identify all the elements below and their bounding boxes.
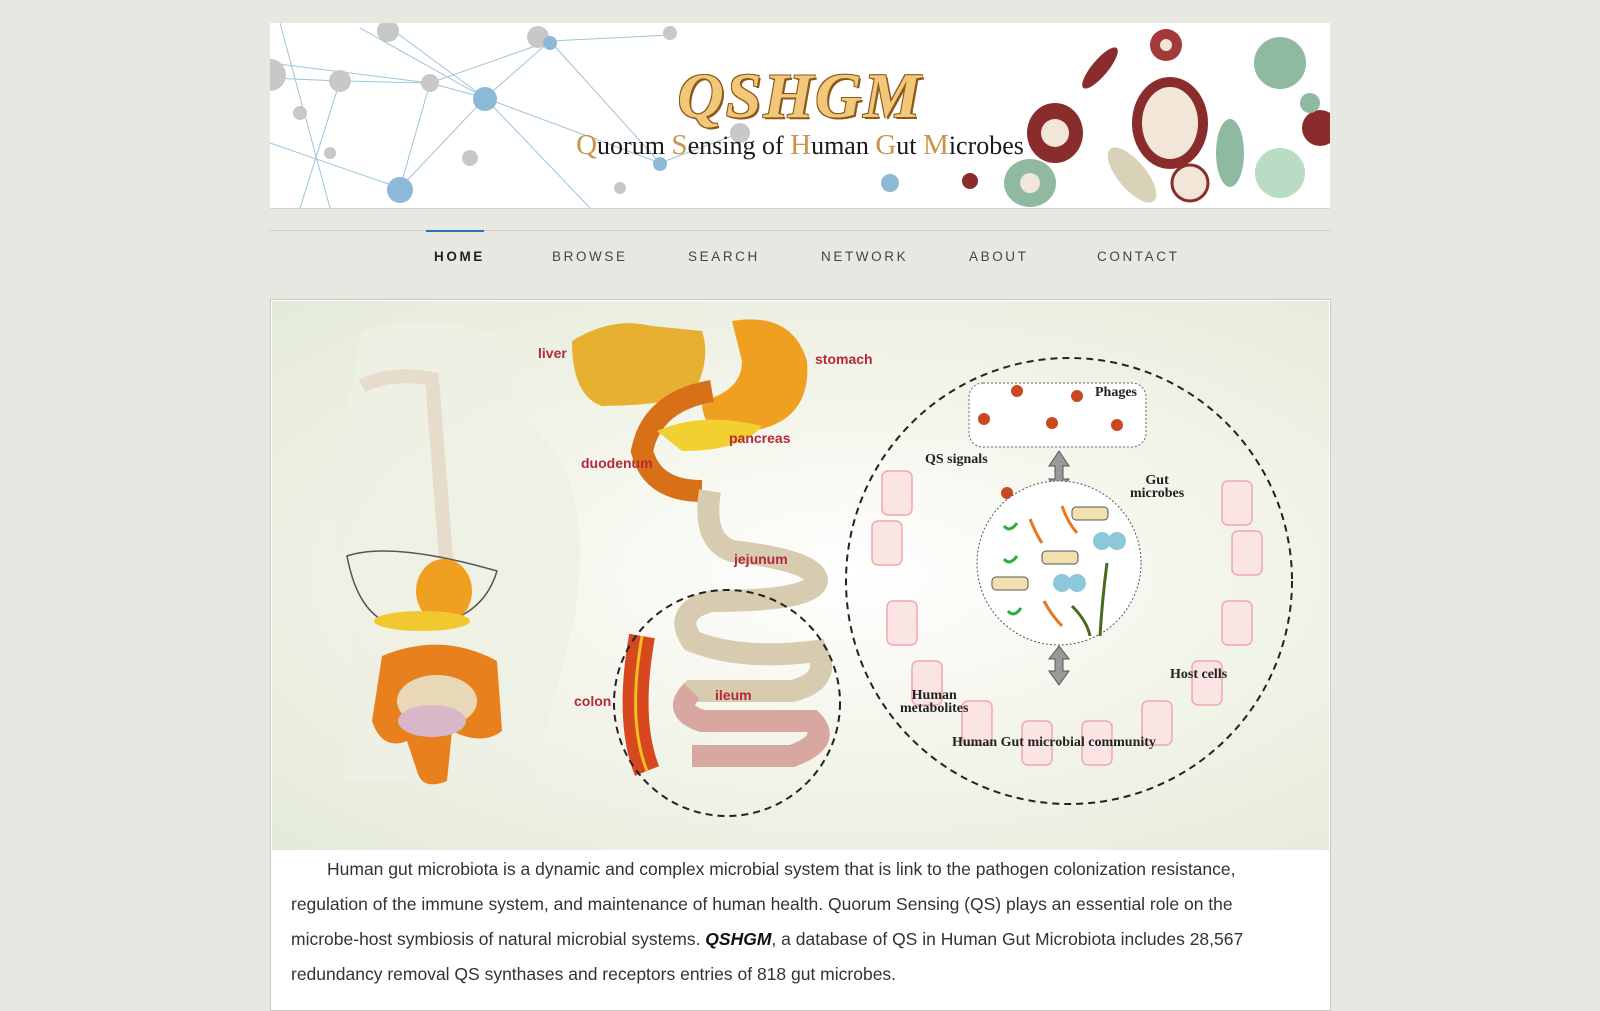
label-community: Human Gut microbial community [952, 735, 1156, 750]
nav-home[interactable]: HOME [434, 249, 485, 264]
label-ileum: ileum [715, 687, 752, 703]
nav-active-indicator [426, 230, 484, 232]
gut-microbiome-figure: liver stomach pancreas duodenum jejunum … [272, 301, 1329, 850]
label-jejunum: jejunum [734, 551, 788, 567]
label-stomach: stomach [815, 351, 873, 367]
nav-network[interactable]: NETWORK [821, 249, 909, 264]
label-duodenum: duodenum [581, 455, 653, 471]
label-colon: colon [574, 693, 612, 709]
label-liver: liver [538, 345, 567, 361]
nav-search[interactable]: SEARCH [688, 249, 760, 264]
label-pancreas: pancreas [729, 430, 791, 446]
label-qs-signals: QS signals [925, 452, 988, 467]
site-logo-title: QSHGM [677, 60, 923, 131]
main-content: liver stomach pancreas duodenum jejunum … [270, 299, 1331, 1011]
site-logo-subtitle: Quorum Sensing of Human Gut Microbes [576, 129, 1024, 161]
label-phages: Phages [1095, 385, 1137, 400]
intro-paragraph: Human gut microbiota is a dynamic and co… [291, 859, 1244, 984]
nav-browse[interactable]: BROWSE [552, 249, 628, 264]
banner-network-graphic [270, 23, 1330, 208]
nav-contact[interactable]: CONTACT [1097, 249, 1180, 264]
label-host-cells: Host cells [1170, 667, 1228, 682]
main-nav: HOME BROWSE SEARCH NETWORK ABOUT CONTACT [270, 230, 1330, 283]
brand-name: QSHGM [705, 929, 772, 949]
site-banner: QSHGM Quorum Sensing of Human Gut Microb… [270, 23, 1330, 209]
nav-about[interactable]: ABOUT [969, 249, 1029, 264]
gut-illustration [329, 319, 1293, 817]
